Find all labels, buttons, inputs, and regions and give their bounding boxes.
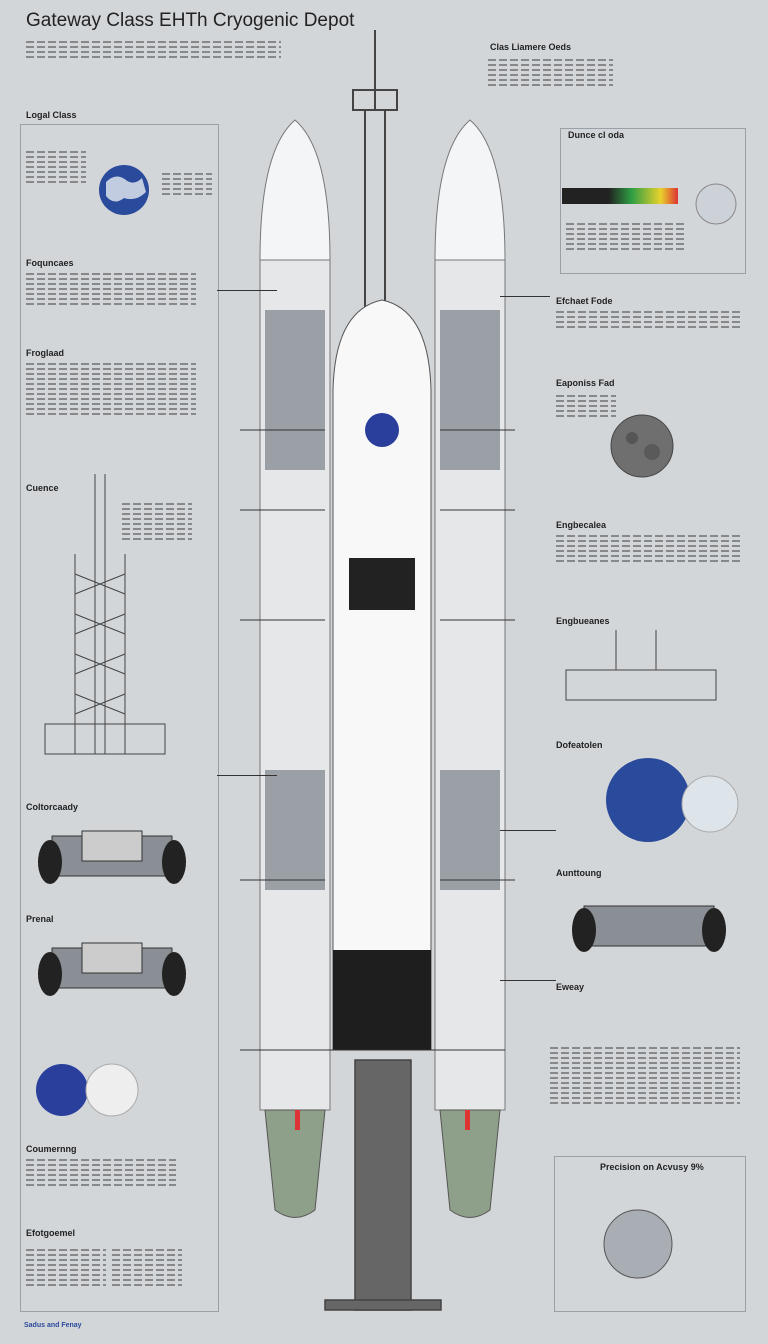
moon-globe-icon — [610, 414, 674, 478]
tower-diagram — [44, 474, 166, 755]
section-engbueanes: Engbueanes — [556, 616, 610, 626]
platform-diagram — [565, 630, 717, 701]
planet-globe-icon — [603, 1209, 673, 1279]
text-block — [26, 270, 196, 308]
text-block — [556, 308, 742, 331]
section-aunttoung: Aunttoung — [556, 868, 602, 878]
precision-title: Precision on Acvusy 9% — [600, 1162, 704, 1172]
text-block — [26, 360, 196, 418]
engine-module-diagram-3 — [572, 905, 726, 952]
moon-icon — [695, 183, 737, 225]
section-efotgoemel: Efotgoemel — [26, 1228, 76, 1238]
right-header: Clas Liamere Oeds — [490, 42, 572, 52]
connector — [500, 296, 550, 297]
section-coumernng: Coumernng — [26, 1144, 77, 1154]
rocket-diagram — [240, 30, 515, 1311]
text-block — [26, 1156, 176, 1189]
text-block — [122, 500, 192, 543]
text-block — [550, 1044, 740, 1107]
text-block — [556, 392, 616, 420]
text-block — [162, 170, 212, 198]
section-dunce: Dunce cl oda — [568, 130, 625, 140]
right-top-panel — [560, 128, 746, 274]
engine-module-diagram — [38, 830, 186, 884]
text-block — [112, 1246, 182, 1289]
text-block — [556, 532, 742, 565]
section-dofeatolen: Dofeatolen — [556, 740, 603, 750]
connector — [217, 290, 277, 291]
connector — [217, 775, 277, 776]
engine-module-diagram-2 — [38, 942, 186, 996]
planet-pair-icon — [36, 1063, 139, 1117]
section-logal-class: Logal Class — [26, 110, 77, 120]
earth-moon-icon — [606, 758, 739, 842]
connector — [500, 830, 556, 831]
section-eaponiss: Eaponiss Fad — [556, 378, 615, 388]
text-block — [488, 56, 613, 89]
section-cuence: Cuence — [26, 483, 59, 493]
section-coltorcaady: Coltorcaady — [26, 802, 79, 812]
earth-icon — [99, 165, 149, 215]
page-title: Gateway Class EHTh Cryogenic Depot — [26, 10, 355, 31]
section-prenal: Prenal — [26, 914, 54, 924]
connector — [500, 980, 556, 981]
text-block — [26, 148, 86, 186]
section-engbecalea: Engbecalea — [556, 520, 607, 530]
gradient-bar — [562, 188, 678, 204]
section-eweay: Eweay — [556, 982, 585, 992]
precision-panel — [554, 1156, 746, 1312]
section-foquncaes: Foquncaes — [26, 258, 74, 268]
intro-text — [26, 38, 281, 61]
section-efchaet: Efchaet Fode — [556, 296, 613, 306]
text-block — [26, 1246, 106, 1289]
section-froglaad: Froglaad — [26, 348, 65, 358]
left-panel — [20, 124, 219, 1312]
text-block — [566, 220, 686, 253]
footer-text: Sadus and Fenay — [24, 1322, 82, 1329]
